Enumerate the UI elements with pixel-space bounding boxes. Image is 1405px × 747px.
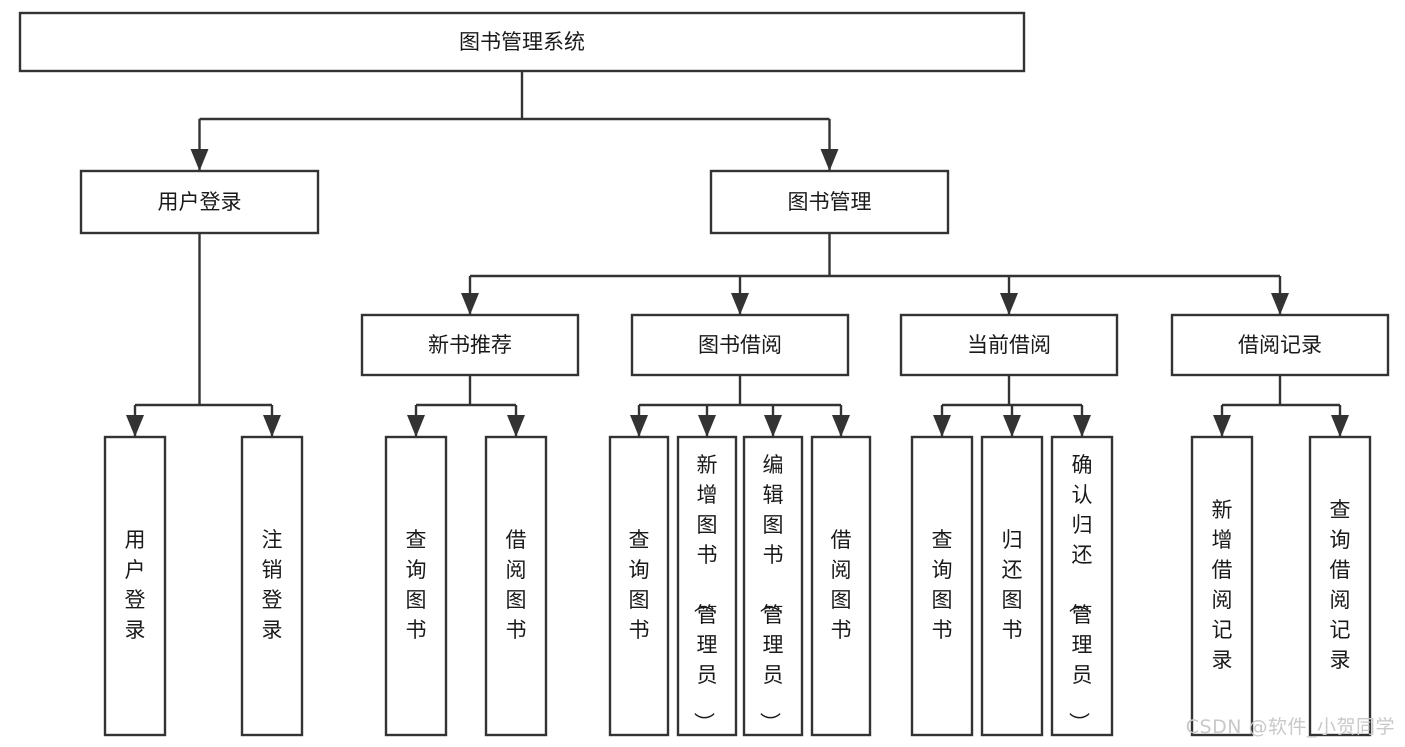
node-layer: 图书管理系统用户登录图书管理新书推荐图书借阅当前借阅借阅记录用户登录注销登录查询…	[18, 11, 1390, 737]
connector-n2a	[126, 233, 281, 437]
node-l4-label: 借阅图书	[506, 528, 527, 642]
node-n2a-label: 用户登录	[158, 190, 242, 214]
arrowhead-icon	[461, 293, 479, 315]
node-n2b[interactable]: 图书管理	[709, 169, 950, 235]
node-l12-box[interactable]	[1190, 435, 1254, 737]
node-n3b[interactable]: 图书借阅	[630, 313, 850, 377]
node-l12-label: 新增借阅记录	[1212, 498, 1233, 672]
arrowhead-icon	[933, 415, 951, 437]
node-l8[interactable]: 借阅图书	[810, 435, 872, 737]
node-l2-box[interactable]	[240, 435, 304, 737]
arrowhead-icon	[507, 415, 525, 437]
arrowhead-icon	[1073, 415, 1091, 437]
arrowhead-icon	[832, 415, 850, 437]
node-l8-box[interactable]	[810, 435, 872, 737]
arrowhead-icon	[1000, 293, 1018, 315]
node-l6-label: 新增图书（管理员）	[692, 453, 718, 733]
node-l6-box[interactable]	[676, 435, 738, 737]
node-l9-box[interactable]	[910, 435, 974, 737]
arrowhead-icon	[1271, 293, 1289, 315]
connector-n3d	[1213, 375, 1349, 437]
arrowhead-icon	[1213, 415, 1231, 437]
node-l11-label: 确认归还（管理员）	[1067, 453, 1093, 733]
arrowhead-icon	[698, 415, 716, 437]
node-n3c[interactable]: 当前借阅	[899, 313, 1119, 377]
node-n3d[interactable]: 借阅记录	[1170, 313, 1390, 377]
node-l12[interactable]: 新增借阅记录	[1190, 435, 1254, 737]
arrowhead-icon	[263, 415, 281, 437]
connector-root	[190, 71, 839, 171]
node-l7-label: 编辑图书（管理员）	[758, 453, 784, 733]
node-l9[interactable]: 查询图书	[910, 435, 974, 737]
arrowhead-icon	[190, 149, 209, 171]
node-l13-box[interactable]	[1308, 435, 1372, 737]
node-l7[interactable]: 编辑图书（管理员）	[742, 435, 804, 737]
node-l4[interactable]: 借阅图书	[484, 435, 548, 737]
node-n2b-box[interactable]	[709, 169, 950, 235]
node-l11-box[interactable]	[1050, 435, 1114, 737]
connector-n3a	[407, 375, 525, 437]
node-l2[interactable]: 注销登录	[240, 435, 304, 737]
node-root[interactable]: 图书管理系统	[18, 11, 1026, 73]
node-n2b-label: 图书管理	[788, 190, 872, 214]
node-l1-label: 用户登录	[125, 528, 146, 642]
node-l7-box[interactable]	[742, 435, 804, 737]
node-n3a[interactable]: 新书推荐	[360, 313, 580, 377]
arrowhead-icon	[1003, 415, 1021, 437]
node-n3d-box[interactable]	[1170, 313, 1390, 377]
node-n2a[interactable]: 用户登录	[79, 169, 320, 235]
node-l1-box[interactable]	[103, 435, 167, 737]
node-n3c-label: 当前借阅	[967, 333, 1051, 357]
node-l5-label: 查询图书	[629, 528, 650, 642]
arrowhead-icon	[820, 149, 839, 171]
node-n3d-label: 借阅记录	[1238, 333, 1322, 357]
arrowhead-icon	[407, 415, 425, 437]
node-root-box[interactable]	[18, 11, 1026, 73]
node-n3b-label: 图书借阅	[698, 333, 782, 357]
node-n3c-box[interactable]	[899, 313, 1119, 377]
node-l8-label: 借阅图书	[831, 528, 852, 642]
node-n2a-box[interactable]	[79, 169, 320, 235]
arrowhead-icon	[731, 293, 749, 315]
arrowhead-icon	[630, 415, 648, 437]
arrowhead-icon	[126, 415, 144, 437]
node-l13[interactable]: 查询借阅记录	[1308, 435, 1372, 737]
node-l3-label: 查询图书	[406, 528, 427, 642]
connector-n3b	[630, 375, 850, 437]
node-l10-box[interactable]	[980, 435, 1044, 737]
node-n3b-box[interactable]	[630, 313, 850, 377]
node-l3[interactable]: 查询图书	[384, 435, 448, 737]
node-l3-box[interactable]	[384, 435, 448, 737]
node-l10[interactable]: 归还图书	[980, 435, 1044, 737]
node-n3a-box[interactable]	[360, 313, 580, 377]
arrowhead-icon	[1331, 415, 1349, 437]
node-l9-label: 查询图书	[932, 528, 953, 642]
node-l13-label: 查询借阅记录	[1330, 498, 1351, 672]
node-root-label: 图书管理系统	[459, 30, 585, 54]
arrowhead-icon	[764, 415, 782, 437]
node-l2-label: 注销登录	[262, 528, 283, 642]
node-l10-label: 归还图书	[1002, 528, 1023, 642]
connector-n2b	[461, 233, 1289, 315]
node-l5[interactable]: 查询图书	[608, 435, 670, 737]
node-l6[interactable]: 新增图书（管理员）	[676, 435, 738, 737]
node-l5-box[interactable]	[608, 435, 670, 737]
connector-layer	[126, 71, 1349, 437]
node-l1[interactable]: 用户登录	[103, 435, 167, 737]
connector-n3c	[933, 375, 1091, 437]
node-l11[interactable]: 确认归还（管理员）	[1050, 435, 1114, 737]
watermark-text: CSDN @软件_小贺同学	[1185, 716, 1395, 738]
node-l4-box[interactable]	[484, 435, 548, 737]
node-n3a-label: 新书推荐	[428, 333, 512, 357]
